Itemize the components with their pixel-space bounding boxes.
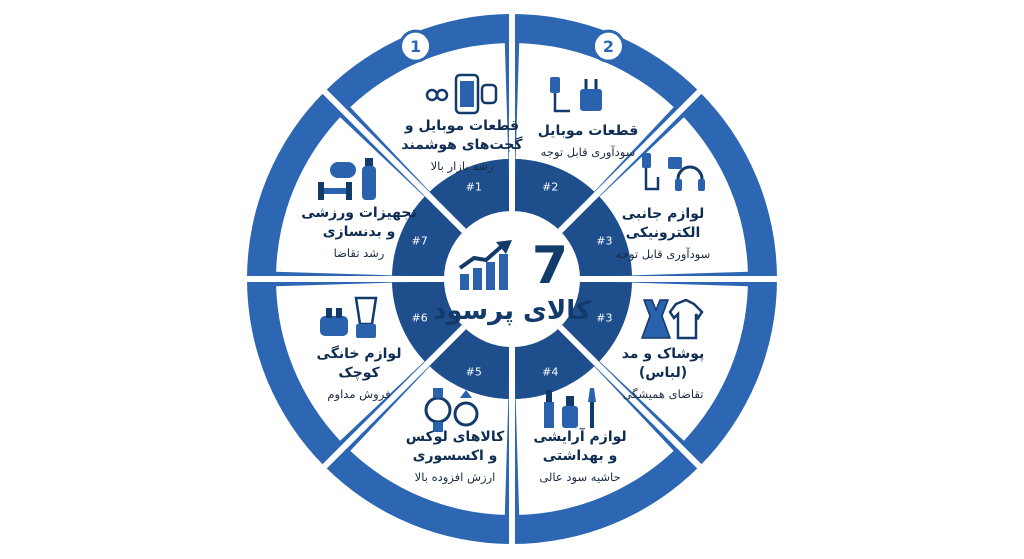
segment-4 xyxy=(561,281,748,441)
center-disk xyxy=(444,211,580,347)
number-badge-label: 1 xyxy=(410,37,421,56)
segment-subtitle: رشد بازار بالا xyxy=(430,159,494,173)
cosmetics-icon xyxy=(544,388,596,428)
inner-ring-slice xyxy=(514,328,595,399)
number-badge-label: 2 xyxy=(603,37,614,56)
segment-label-1: قطعات موبایل و گجت‌های هوشمند رشد بازار ب… xyxy=(377,117,547,174)
segment-title: لوازم آرایشی و بهداشتی xyxy=(533,429,627,464)
number-badge xyxy=(591,29,625,63)
segment-panel xyxy=(599,282,748,441)
segment-5 xyxy=(514,328,674,515)
inner-ring-slice xyxy=(392,281,463,362)
segment-3 xyxy=(561,117,748,277)
dress-shirt-icon xyxy=(640,298,704,340)
number-badge xyxy=(399,29,433,63)
segment-title: قطعات موبایل و گجت‌های هوشمند xyxy=(401,118,523,153)
segment-7 xyxy=(276,281,463,441)
center-title: 7 کالای پرسود xyxy=(412,240,612,326)
segment-subtitle: سودآوری قابل توجه xyxy=(615,247,711,261)
segment-label-8: تجهیزات ورزشی و بدنسازی رشد تقاضا xyxy=(294,204,424,261)
divider-line xyxy=(321,88,467,234)
watch-ring-icon xyxy=(424,388,479,432)
segment-panel xyxy=(350,43,509,192)
cables-charger-icon xyxy=(550,77,602,113)
segment-title: قطعات موبایل xyxy=(537,123,639,139)
segment-label-5: لوازم آرایشی و بهداشتی حاشیه سود عالی xyxy=(505,428,655,485)
segment-panel xyxy=(276,282,425,441)
divider-line xyxy=(557,324,703,470)
segment-label-6: کالاهای لوکس و اکسسوری ارزش افزوده بالا xyxy=(380,428,530,485)
segment-title: تجهیزات ورزشی و بدنسازی xyxy=(301,205,417,240)
inner-ring-slice xyxy=(561,196,632,277)
inner-ring-slice xyxy=(514,159,595,230)
segment-subtitle: سودآوری قابل توجه xyxy=(540,145,636,159)
divider-line xyxy=(321,324,467,470)
segment-subtitle: ارزش افزوده بالا xyxy=(414,470,496,484)
segment-subtitle: رشد تقاضا xyxy=(333,246,385,260)
segment-panel xyxy=(599,117,748,276)
center-number: 7 xyxy=(531,236,569,296)
segment-title: لوازم خانگی کوچک xyxy=(316,346,402,381)
segment-label-4: پوشاک و مد (لباس) تقاضای همیشگی xyxy=(598,345,728,402)
dumbbell-mat-bottle-icon xyxy=(318,158,376,200)
ring-tag: #4 xyxy=(542,365,558,378)
cable-plug-headphones-icon xyxy=(642,153,705,191)
segment-title: لوازم جانبی الکترونیکی xyxy=(621,206,705,241)
ring-tag: #3 xyxy=(596,311,612,324)
growth-chart-icon xyxy=(458,240,512,290)
segment-title: کالاهای لوکس و اکسسوری xyxy=(405,429,505,464)
segment-label-7: لوازم خانگی کوچک فروش مداوم xyxy=(294,345,424,402)
ring-tag: #7 xyxy=(412,235,428,248)
inner-ring-slice xyxy=(429,159,510,230)
ring-tag: #1 xyxy=(466,181,482,194)
segment-subtitle: فروش مداوم xyxy=(327,387,391,401)
toaster-blender-icon xyxy=(320,296,378,338)
ring-tag: #2 xyxy=(542,181,558,194)
segment-panel xyxy=(515,366,674,515)
center-caption: کالای پرسود xyxy=(432,296,592,326)
segment-subtitle: تقاضای همیشگی xyxy=(622,387,704,401)
segment-subtitle: حاشیه سود عالی xyxy=(539,470,621,484)
segment-1 xyxy=(350,43,510,230)
inner-ring-slice xyxy=(561,281,632,362)
ring-tag: #6 xyxy=(412,311,428,324)
segment-label-3: لوازم جانبی الکترونیکی سودآوری قابل توجه xyxy=(598,205,728,262)
inner-ring-slice xyxy=(429,328,510,399)
segment-label-2: قطعات موبایل سودآوری قابل توجه xyxy=(513,122,663,160)
inner-ring-slice xyxy=(392,196,463,277)
divider-line xyxy=(557,88,703,234)
ring-tag: #3 xyxy=(596,235,612,248)
phone-watch-earbuds-icon xyxy=(425,73,498,115)
segment-title: پوشاک و مد (لباس) xyxy=(621,346,705,381)
ring-tag: #5 xyxy=(466,365,482,378)
